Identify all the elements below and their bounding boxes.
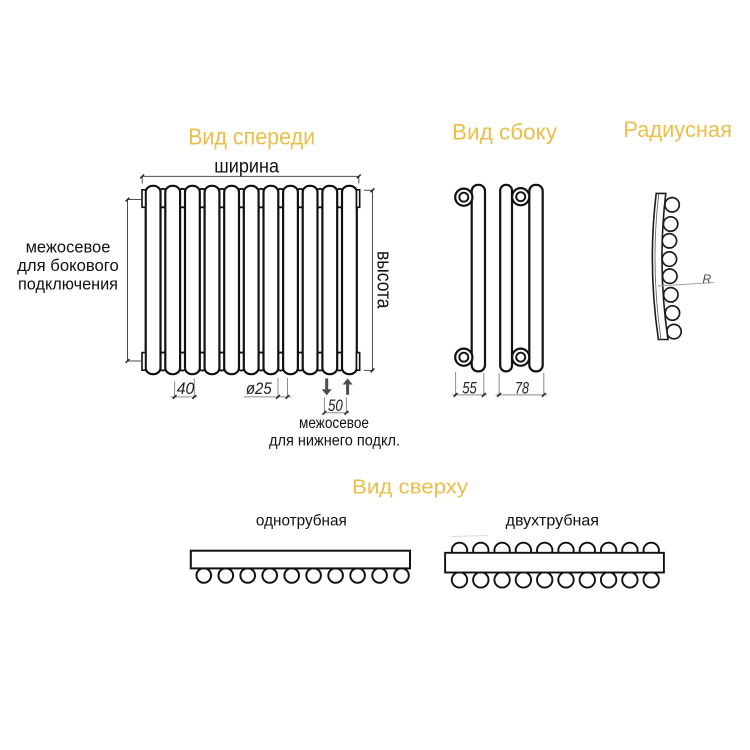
svg-text:Вид спереди: Вид спереди [188,124,315,150]
svg-text:однотрубная: однотрубная [256,513,347,530]
svg-text:ø25: ø25 [246,380,273,398]
svg-text:Радиусная: Радиусная [623,117,732,142]
svg-text:78: 78 [515,380,530,398]
svg-text:для нижнего подкл.: для нижнего подкл. [269,432,400,449]
svg-text:R: R [703,272,712,286]
svg-text:50: 50 [328,397,343,415]
svg-text:Вид сверху: Вид сверху [352,477,468,499]
svg-text:высота: высота [373,251,395,309]
svg-text:подключения: подключения [18,276,118,294]
svg-text:межосевое: межосевое [26,239,111,257]
svg-text:Вид сбоку: Вид сбоку [452,120,558,145]
svg-text:ширина: ширина [214,156,279,177]
svg-text:55: 55 [462,380,477,398]
svg-text:40: 40 [177,380,195,398]
svg-text:двухтрубная: двухтрубная [506,513,599,530]
svg-text:межосевое: межосевое [299,415,369,432]
svg-text:для бокового: для бокового [17,257,119,275]
